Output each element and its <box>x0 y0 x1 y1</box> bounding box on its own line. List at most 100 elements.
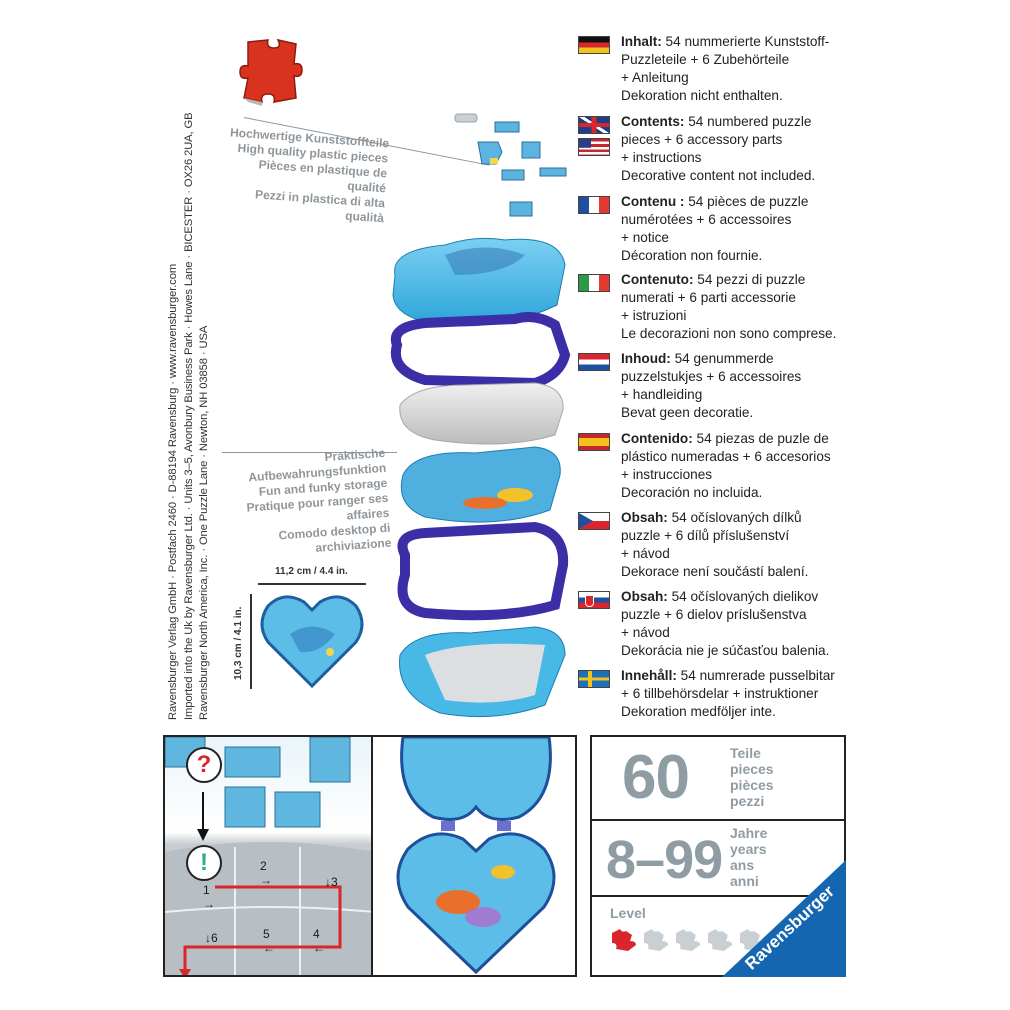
contents-text: Innehåll: 54 numrerade pusselbitar + 6 ti… <box>621 667 835 721</box>
callout-quality: Hochwertige Kunststoffteile High quality… <box>219 125 390 226</box>
opened-heart-illustration <box>396 737 556 975</box>
level-piece-empty-icon <box>708 929 732 951</box>
contents-label: Innehåll: <box>621 668 677 683</box>
red-puzzle-piece-icon <box>239 38 303 106</box>
contents-line: 54 numrerade pusselbitar <box>676 668 835 683</box>
level-piece-empty-icon <box>676 929 700 951</box>
contents-line: Dekorace není součástí balení. <box>621 564 809 579</box>
contents-label: Contents: <box>621 114 685 129</box>
contents-line: Décoration non fournie. <box>621 248 763 263</box>
address-line-de: Ravensburger Verlag GmbH · Postfach 2460… <box>167 263 179 720</box>
heart-box-exploded-illustration <box>390 237 571 718</box>
contents-line: Bevat geen decoratie. <box>621 405 754 420</box>
contents-text: Obsah: 54 očíslovaných dílků puzzle + 6 d… <box>621 509 808 581</box>
step-1: 1→ <box>203 883 215 911</box>
contents-line: + instructions <box>621 150 702 165</box>
contents-line: Dekoration medföljer inte. <box>621 704 776 719</box>
contents-line: + handleiding <box>621 387 703 402</box>
pieces-words: Teile pieces pièces pezzi <box>730 745 774 809</box>
assembly-instructions-panel: ? ! 1→ 2→ ↓3 4← 5← ↓6 <box>163 735 373 977</box>
flag-gb-icon <box>578 116 610 134</box>
age-range: 8–99 <box>606 830 723 890</box>
flag-sk-shield <box>585 595 594 607</box>
contents-label: Contenido: <box>621 431 693 446</box>
flag-it-icon <box>578 274 610 292</box>
contents-line: + návod <box>621 625 670 640</box>
contents-line: 54 genummerde <box>670 351 774 366</box>
flag-es-icon <box>578 433 610 451</box>
ravensburger-logo: Ravensburger <box>700 860 846 977</box>
dimension-width: 11,2 cm / 4.4 in. <box>275 566 348 577</box>
contents-line: + instrucciones <box>621 467 713 482</box>
contents-line: + 6 tillbehörsdelar + instruktioner <box>621 686 819 701</box>
opened-heart-panel <box>371 735 577 977</box>
contents-line: puzzle + 6 dílů příslušenství <box>621 528 790 543</box>
flag-se-icon <box>578 670 610 688</box>
contents-label: Contenu : <box>621 194 685 209</box>
contents-text: Contenu : 54 pièces de puzzle numérotées … <box>621 193 808 265</box>
contents-line: + istruzioni <box>621 308 687 323</box>
step-3: ↓3 <box>325 875 338 889</box>
contents-line: numérotées + 6 accessoires <box>621 212 792 227</box>
contents-line: Decorative content not included. <box>621 168 816 183</box>
contents-text: Inhoud: 54 genummerde puzzelstukjes + 6 a… <box>621 350 801 422</box>
contents-label: Inhoud: <box>621 351 671 366</box>
level-piece-empty-icon <box>644 929 668 951</box>
step-6: ↓6 <box>205 931 218 945</box>
dimension-height: 10,3 cm / 4.1 in. <box>233 606 244 680</box>
dimension-width-line <box>258 583 366 585</box>
contents-line: numerati + 6 parti accessorie <box>621 290 796 305</box>
contents-label: Contenuto: <box>621 272 694 287</box>
contents-line: pieces + 6 accessory parts <box>621 132 783 147</box>
contents-line: + notice <box>621 230 669 245</box>
contents-line: 54 nummerierte Kunststoff- <box>661 34 830 49</box>
contents-line: 54 pièces de puzzle <box>684 194 809 209</box>
contents-label: Inhalt: <box>621 34 662 49</box>
step-2: 2→ <box>260 859 272 887</box>
contents-line: 54 numbered puzzle <box>684 114 812 129</box>
age-words: Jahre years ans anni <box>730 825 768 889</box>
contents-line: plástico numeradas + 6 accesorios <box>621 449 831 464</box>
heart-box-closed-illustration <box>260 595 364 689</box>
contents-line: Dekoration nicht enthalten. <box>621 88 783 103</box>
contents-line: 54 očíslovaných dílků <box>667 510 802 525</box>
pieces-count: 60 <box>622 743 690 812</box>
contents-line: + Anleitung <box>621 70 689 85</box>
callout-storage: Praktische Aufbewahrungsfunktion Fun and… <box>225 446 392 562</box>
step-4: 4← <box>313 927 325 955</box>
contents-line: 54 piezas de puzle de <box>692 431 829 446</box>
publisher-address: Ravensburger Verlag GmbH · Postfach 2460… <box>166 30 213 720</box>
contents-line: puzzelstukjes + 6 accessoires <box>621 369 802 384</box>
flag-de-icon <box>578 36 610 54</box>
pieces-count-box: 60 Teile pieces pièces pezzi <box>590 735 846 821</box>
address-line-uk: Imported into the Uk by Ravensburger Ltd… <box>182 112 195 720</box>
contents-line: Decoración no incluida. <box>621 485 763 500</box>
contents-label: Obsah: <box>621 510 668 525</box>
contents-line: 54 pezzi di puzzle <box>693 272 806 287</box>
flag-fr-icon <box>578 196 610 214</box>
contents-line: Puzzleteile + 6 Zubehörteile <box>621 52 790 67</box>
exclamation-icon: ! <box>186 845 222 881</box>
contents-line: + návod <box>621 546 670 561</box>
contents-text: Inhalt: 54 nummerierte Kunststoff- Puzzle… <box>621 33 829 105</box>
question-icon: ? <box>186 747 222 783</box>
scattered-pieces-illustration <box>454 113 567 217</box>
flag-cz-triangle <box>579 513 593 529</box>
contents-text: Contenido: 54 piezas de puzle de plástico… <box>621 430 831 502</box>
flag-cz-icon <box>578 512 610 530</box>
flag-nl-icon <box>578 353 610 371</box>
contents-text: Contents: 54 numbered puzzle pieces + 6 a… <box>621 113 815 185</box>
level-rating <box>610 927 766 953</box>
level-piece-filled-icon <box>612 929 636 951</box>
contents-line: Le decorazioni non sono comprese. <box>621 326 837 341</box>
contents-label: Obsah: <box>621 589 668 604</box>
level-label: Level <box>610 905 646 921</box>
contents-line: 54 očíslovaných dielikov <box>667 589 819 604</box>
address-line-us: Ravensburger North America, Inc. · One P… <box>198 325 210 720</box>
dimension-height-line <box>250 594 252 689</box>
contents-text: Contenuto: 54 pezzi di puzzle numerati + … <box>621 271 836 343</box>
flag-sk-icon <box>578 591 610 609</box>
brand-triangle-icon <box>722 860 846 977</box>
flag-us-icon <box>578 138 610 156</box>
